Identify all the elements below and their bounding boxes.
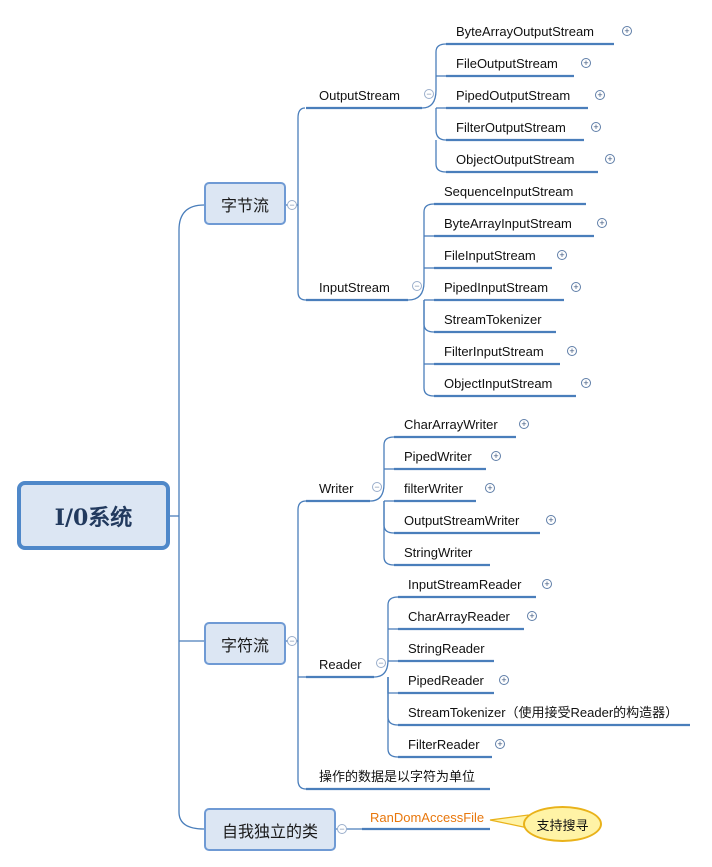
leaf-reader-child[interactable]: InputStreamReader bbox=[408, 577, 522, 592]
leaf-writer-child[interactable]: PipedWriter bbox=[404, 449, 472, 464]
minus-circle-icon[interactable]: − bbox=[424, 89, 434, 99]
plus-circle-icon[interactable]: + bbox=[622, 26, 632, 36]
minus-circle-icon[interactable]: − bbox=[337, 824, 347, 834]
plus-circle-icon[interactable]: + bbox=[557, 250, 567, 260]
leaf-writer-child[interactable]: CharArrayWriter bbox=[404, 417, 498, 432]
plus-circle-icon[interactable]: + bbox=[495, 739, 505, 749]
node-reader[interactable]: Reader bbox=[319, 657, 362, 672]
minus-circle-icon[interactable]: − bbox=[287, 200, 297, 210]
plus-circle-icon[interactable]: + bbox=[597, 218, 607, 228]
plus-circle-icon[interactable]: + bbox=[581, 58, 591, 68]
leaf-reader-child[interactable]: PipedReader bbox=[408, 673, 484, 688]
plus-circle-icon[interactable]: + bbox=[581, 378, 591, 388]
node-inputstream[interactable]: InputStream bbox=[319, 280, 390, 295]
leaf-writer-child[interactable]: filterWriter bbox=[404, 481, 463, 496]
topic-char-stream-label: 字符流 bbox=[220, 637, 269, 655]
topic-byte-stream-label: 字节流 bbox=[220, 197, 269, 215]
minus-circle-icon[interactable]: − bbox=[376, 658, 386, 668]
root-topic[interactable]: I/0系统 bbox=[17, 481, 170, 550]
plus-circle-icon[interactable]: + bbox=[485, 483, 495, 493]
minus-circle-icon[interactable]: − bbox=[372, 482, 382, 492]
leaf-randomaccessfile[interactable]: RanDomAccessFile bbox=[370, 810, 485, 825]
plus-circle-icon[interactable]: + bbox=[499, 675, 509, 685]
leaf-inputstream-child[interactable]: PipedInputStream bbox=[444, 280, 549, 295]
leaf-outputstream-child[interactable]: FilterOutputStream bbox=[456, 120, 566, 135]
leaf-outputstream-child[interactable]: PipedOutputStream bbox=[456, 88, 571, 103]
node-outputstream[interactable]: OutputStream bbox=[319, 88, 400, 103]
plus-circle-icon[interactable]: + bbox=[595, 90, 605, 100]
leaf-outputstream-child[interactable]: ObjectOutputStream bbox=[456, 152, 575, 167]
plus-circle-icon[interactable]: + bbox=[605, 154, 615, 164]
plus-circle-icon[interactable]: + bbox=[591, 122, 601, 132]
leaf-inputstream-child[interactable]: StreamTokenizer bbox=[444, 312, 542, 327]
root-label: I/0系统 bbox=[54, 504, 133, 531]
leaf-outputstream-child[interactable]: FileOutputStream bbox=[456, 56, 558, 71]
callout-label: 支持搜寻 bbox=[536, 817, 589, 833]
plus-circle-icon[interactable]: + bbox=[519, 419, 529, 429]
leaf-writer-child[interactable]: StringWriter bbox=[404, 545, 473, 560]
leaf-inputstream-child[interactable]: FileInputStream bbox=[444, 248, 536, 263]
leaf-inputstream-child[interactable]: SequenceInputStream bbox=[444, 184, 574, 199]
topic-standalone[interactable]: 自我独立的类 bbox=[204, 808, 336, 851]
plus-circle-icon[interactable]: + bbox=[571, 282, 581, 292]
leaf-outputstream-child[interactable]: ByteArrayOutputStream bbox=[456, 24, 594, 39]
leaf-reader-child[interactable]: FilterReader bbox=[408, 737, 480, 752]
leaf-inputstream-child[interactable]: ByteArrayInputStream bbox=[444, 216, 572, 231]
leaf-writer-child[interactable]: OutputStreamWriter bbox=[404, 513, 520, 528]
node-writer[interactable]: Writer bbox=[319, 481, 354, 496]
plus-circle-icon[interactable]: + bbox=[527, 611, 537, 621]
leaf-reader-child[interactable]: StreamTokenizer（使用接受Reader的构造器） bbox=[408, 705, 679, 720]
leaf-inputstream-child[interactable]: FilterInputStream bbox=[444, 344, 544, 359]
note-char-unit[interactable]: 操作的数据是以字符为单位 bbox=[319, 769, 476, 784]
topic-byte-stream[interactable]: 字节流 bbox=[204, 182, 286, 225]
leaf-reader-child[interactable]: CharArrayReader bbox=[408, 609, 510, 624]
callout-supports-seek[interactable]: 支持搜寻 bbox=[523, 806, 602, 842]
minus-circle-icon[interactable]: − bbox=[412, 281, 422, 291]
plus-circle-icon[interactable]: + bbox=[567, 346, 577, 356]
topic-standalone-label: 自我独立的类 bbox=[221, 823, 318, 841]
leaf-reader-child[interactable]: StringReader bbox=[408, 641, 485, 656]
leaf-inputstream-child[interactable]: ObjectInputStream bbox=[444, 376, 553, 391]
plus-circle-icon[interactable]: + bbox=[546, 515, 556, 525]
topic-char-stream[interactable]: 字符流 bbox=[204, 622, 286, 665]
minus-circle-icon[interactable]: − bbox=[287, 636, 297, 646]
plus-circle-icon[interactable]: + bbox=[491, 451, 501, 461]
plus-circle-icon[interactable]: + bbox=[542, 579, 552, 589]
